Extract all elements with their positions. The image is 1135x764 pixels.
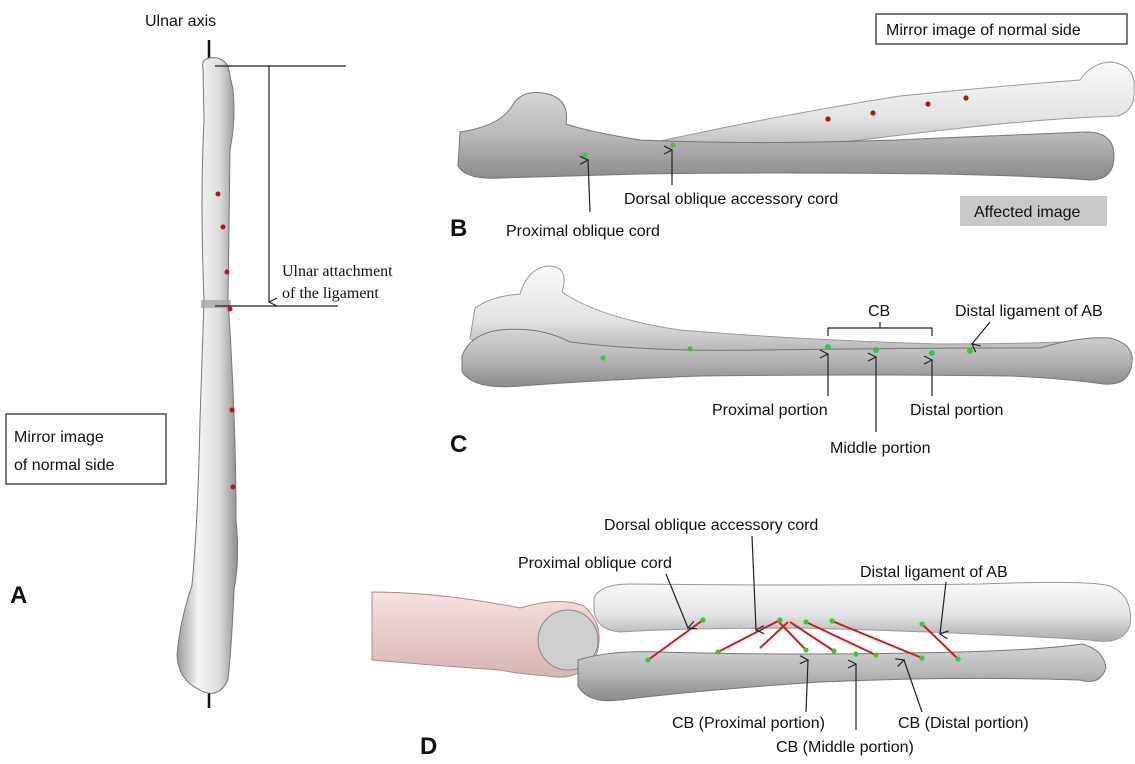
distal-ligament-label-c: Distal ligament of AB — [955, 303, 1103, 320]
marker — [803, 647, 808, 652]
marker — [600, 355, 605, 360]
panel-b: Mirror image of normal side Dorsal obliq… — [450, 14, 1134, 242]
marker — [967, 348, 973, 354]
marker — [853, 651, 858, 656]
distal-ligament-label-d: Distal ligament of AB — [860, 564, 1008, 581]
panel-c: CB Distal ligament of AB Proximal portio… — [450, 266, 1132, 458]
distal-portion-label: Distal portion — [910, 402, 1003, 419]
panel-a: Ulnar axis Ulnar attachment of the ligam… — [6, 13, 393, 708]
marker — [645, 657, 650, 662]
marker — [231, 485, 236, 490]
marker — [221, 225, 226, 230]
ulnar-axis-label: Ulnar axis — [145, 13, 216, 30]
marker — [925, 101, 930, 106]
cb-proximal-label-d: CB (Proximal portion) — [672, 715, 825, 732]
marker — [803, 619, 808, 624]
dorsal-cord-label-b: Dorsal oblique accessory cord — [624, 191, 838, 208]
cb-bracket — [828, 322, 932, 336]
attachment-label-line1: Ulnar attachment — [282, 263, 393, 280]
marker — [919, 655, 924, 660]
panel-letter-a: A — [10, 582, 27, 609]
marker — [870, 110, 875, 115]
marker — [777, 617, 782, 622]
marker — [700, 617, 705, 622]
marker — [873, 652, 878, 657]
marker — [829, 618, 834, 623]
proximal-cord-label-b: Proximal oblique cord — [506, 223, 660, 240]
panel-letter-c: C — [450, 431, 467, 458]
distal-ligament-arrow-c — [972, 322, 990, 344]
mirror-label-a-line1: Mirror image — [14, 429, 104, 446]
proximal-cord-label-d: Proximal oblique cord — [518, 555, 672, 572]
marker — [228, 307, 233, 312]
affected-label: Affected image — [974, 204, 1081, 221]
marker — [963, 95, 968, 100]
attachment-label-line2: of the ligament — [282, 285, 379, 302]
cb-label-c: CB — [868, 303, 890, 320]
marker — [831, 648, 836, 653]
marker — [825, 116, 830, 121]
cb-middle-label-d: CB (Middle portion) — [776, 739, 914, 756]
marker — [825, 344, 831, 350]
marker — [715, 649, 720, 654]
marker — [929, 350, 935, 356]
proximal-portion-label: Proximal portion — [712, 402, 828, 419]
ulna-vertical-bone — [177, 58, 238, 694]
panel-d: Dorsal oblique accessory cord Proximal o… — [372, 517, 1131, 760]
marker — [873, 347, 879, 353]
marker — [216, 192, 221, 197]
cb-distal-label-d: CB (Distal portion) — [898, 715, 1029, 732]
marker — [687, 346, 692, 351]
marker — [230, 408, 235, 413]
panel-letter-d: D — [420, 733, 437, 760]
dorsal-cord-label-d: Dorsal oblique accessory cord — [604, 517, 818, 534]
marker — [955, 656, 960, 661]
marker — [582, 152, 587, 157]
mirror-label-b: Mirror image of normal side — [886, 22, 1081, 39]
middle-portion-label: Middle portion — [830, 440, 931, 457]
mirror-label-a-line2: of normal side — [14, 457, 115, 474]
ulna-attachment-band — [201, 300, 231, 308]
marker — [225, 270, 230, 275]
marker — [670, 142, 675, 147]
marker — [919, 621, 924, 626]
panel-letter-b: B — [450, 215, 467, 242]
